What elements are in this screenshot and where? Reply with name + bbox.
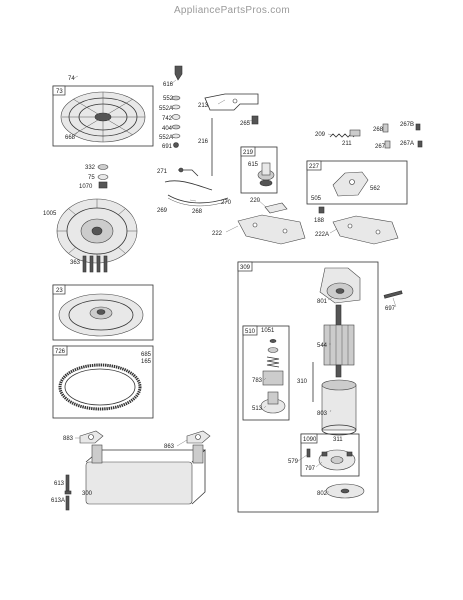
governor-control-part <box>257 162 275 187</box>
blower-screen-part <box>60 91 146 143</box>
label-691: 691 <box>162 144 173 150</box>
label-271: 271 <box>157 169 168 175</box>
box-23: 23 <box>52 284 154 341</box>
label-579: 579 <box>288 459 299 465</box>
bolt-697 <box>383 290 403 299</box>
label-801: 801 <box>317 299 328 305</box>
brush-assembly-part <box>318 449 356 471</box>
control-bracket-part <box>332 171 369 197</box>
label-220: 220 <box>250 198 261 204</box>
starter-housing-803 <box>321 379 357 436</box>
label-613: 613 <box>54 481 65 487</box>
label-75: 75 <box>88 175 95 181</box>
label-404: 404 <box>162 126 173 132</box>
label-268: 268 <box>373 127 384 133</box>
label-883: 883 <box>63 436 74 442</box>
label-222: 222 <box>212 231 223 237</box>
label-1051: 1051 <box>261 328 275 334</box>
label-1005: 1005 <box>43 211 57 217</box>
hardware-stack-332 <box>97 164 109 189</box>
throttle-cable-parts <box>164 167 229 207</box>
label-797: 797 <box>305 466 316 472</box>
box-label-309: 309 <box>240 265 251 271</box>
leader-lines <box>65 75 397 493</box>
box-73: 73 <box>52 85 154 147</box>
label-802: 802 <box>317 491 328 497</box>
label-188: 188 <box>314 218 325 224</box>
governor-lever-213 <box>204 93 259 125</box>
box-label-227: 227 <box>309 164 320 170</box>
label-552a-2: 552A <box>159 135 173 141</box>
box-726: 726 <box>52 345 154 419</box>
fastener-188 <box>318 206 325 214</box>
box-label-73: 73 <box>56 89 63 95</box>
label-211: 211 <box>342 141 352 147</box>
label-552a: 552A <box>159 106 173 112</box>
label-267: 267 <box>375 144 386 150</box>
box-label-219: 219 <box>243 150 254 156</box>
label-265: 265 <box>240 121 251 127</box>
bracket-220 <box>264 202 288 214</box>
watermark-text: AppliancePartsPros.com <box>174 5 290 16</box>
box-label-726: 726 <box>55 349 66 355</box>
label-668: 668 <box>65 135 76 141</box>
label-268b: 268 <box>192 209 203 215</box>
label-270: 270 <box>221 200 232 206</box>
box-1090: 1090 <box>300 433 360 477</box>
box-219: 219 <box>240 146 278 194</box>
brackets-222 <box>237 214 399 245</box>
label-544: 544 <box>317 343 328 349</box>
label-505: 505 <box>311 196 322 202</box>
label-310: 310 <box>297 379 308 385</box>
label-74: 74 <box>68 76 75 82</box>
box-227: 227 <box>306 160 408 205</box>
box-label-23: 23 <box>56 288 63 294</box>
label-685: 685 <box>141 352 152 358</box>
muffler-assembly <box>64 430 211 511</box>
label-552: 552 <box>163 96 174 102</box>
flywheel-part <box>58 293 144 337</box>
label-742: 742 <box>162 116 173 122</box>
label-1070: 1070 <box>79 184 93 190</box>
label-615: 615 <box>248 162 259 168</box>
governor-parts-stack <box>171 65 183 148</box>
bolts-363 <box>82 255 108 273</box>
label-803: 803 <box>317 411 328 417</box>
end-plate-802 <box>325 483 365 499</box>
label-613a: 613A <box>51 498 65 504</box>
small-fasteners-267 <box>382 123 423 149</box>
label-697: 697 <box>385 306 396 312</box>
label-222a: 222A <box>315 232 329 238</box>
fastener-579 <box>306 448 311 458</box>
box-510: 510 <box>242 325 290 421</box>
label-269: 269 <box>157 208 168 214</box>
label-216: 216 <box>198 139 209 145</box>
drive-kit-part <box>260 339 286 414</box>
label-513: 513 <box>252 406 263 412</box>
springs-209-211 <box>329 129 361 138</box>
label-209: 209 <box>315 132 326 138</box>
label-165: 165 <box>141 359 152 365</box>
box-309: 309 <box>237 261 379 513</box>
label-267a: 267A <box>400 141 414 147</box>
label-213: 213 <box>198 103 209 109</box>
flywheel-fan-part <box>56 198 138 264</box>
starter-end-cap-801 <box>319 267 361 304</box>
label-300: 300 <box>82 491 93 497</box>
label-562: 562 <box>370 186 381 192</box>
box-label-510: 510 <box>245 329 256 335</box>
label-311: 311 <box>333 437 343 443</box>
label-332: 332 <box>85 165 96 171</box>
label-363: 363 <box>70 260 81 266</box>
label-783: 783 <box>252 378 263 384</box>
label-616: 616 <box>163 82 174 88</box>
box-label-1090: 1090 <box>303 437 317 443</box>
part-labels: 74 668 616 552 552A 742 404 552A 691 213… <box>43 76 414 504</box>
label-863: 863 <box>164 444 175 450</box>
ring-gear-part <box>58 363 142 411</box>
label-267b: 267B <box>400 122 414 128</box>
armature-544 <box>323 304 355 378</box>
